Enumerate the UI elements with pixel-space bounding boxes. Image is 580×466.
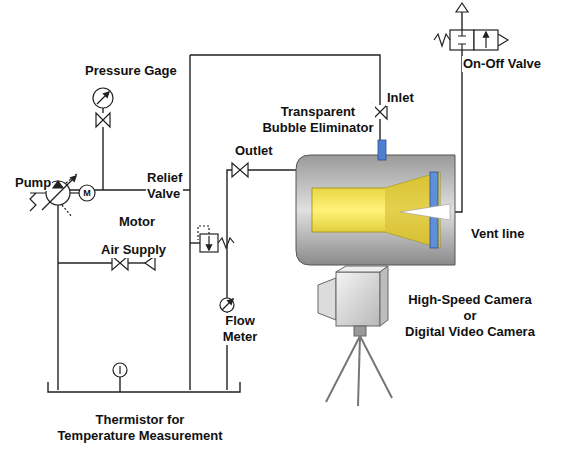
part-label: Thermistor for Temperature Measurement xyxy=(56,412,223,444)
pressure-gauge xyxy=(93,88,113,127)
label-line: Valve xyxy=(147,186,182,202)
part-label: Pump xyxy=(14,175,52,191)
label-line: Pressure Gage xyxy=(85,63,177,79)
label-line: Vent line xyxy=(471,226,524,242)
part-label: Transparent Bubble Eliminator xyxy=(261,104,374,136)
label-line: Meter xyxy=(223,329,258,345)
pipes xyxy=(48,12,462,392)
label-line: M xyxy=(83,188,91,198)
label-line: On-Off Valve xyxy=(463,56,541,72)
label-line: Relief xyxy=(147,170,182,186)
part-label: Relief Valve xyxy=(146,170,183,202)
outlet-valve xyxy=(232,163,248,177)
part-label: Air Supply xyxy=(100,242,167,258)
label-line: Motor xyxy=(119,214,155,230)
flow-meter xyxy=(220,298,234,312)
part-label: Pressure Gage xyxy=(84,63,178,79)
part-label: Vent line xyxy=(470,226,525,242)
label-line: Temperature Measurement xyxy=(57,428,222,444)
label-line: Bubble Eliminator xyxy=(262,120,373,136)
label-line: Flow xyxy=(223,313,258,329)
part-label: High-Speed Camera or Digital Video Camer… xyxy=(404,292,536,340)
label-line: Inlet xyxy=(387,90,414,106)
label-line: Outlet xyxy=(235,143,273,159)
part-label: On-Off Valve xyxy=(462,56,542,72)
part-label: Flow Meter xyxy=(222,313,259,345)
label-line: or xyxy=(405,308,535,324)
label-line: Air Supply xyxy=(101,242,166,258)
part-label: Inlet xyxy=(386,90,415,106)
part-label: Outlet xyxy=(234,143,274,159)
label-line: Thermistor for xyxy=(57,412,222,428)
camera xyxy=(318,266,392,406)
on-off-valve xyxy=(434,30,508,50)
part-label: Motor xyxy=(118,214,156,230)
thermistor xyxy=(113,363,127,377)
air-valve xyxy=(112,256,128,270)
label-line: Digital Video Camera xyxy=(405,324,535,340)
label-line: Pump xyxy=(15,175,51,191)
label-line: Transparent xyxy=(262,104,373,120)
inlet-valve xyxy=(373,105,387,119)
relief-valve xyxy=(198,226,234,252)
label-line: High-Speed Camera xyxy=(405,292,535,308)
part-label: M xyxy=(83,188,91,198)
